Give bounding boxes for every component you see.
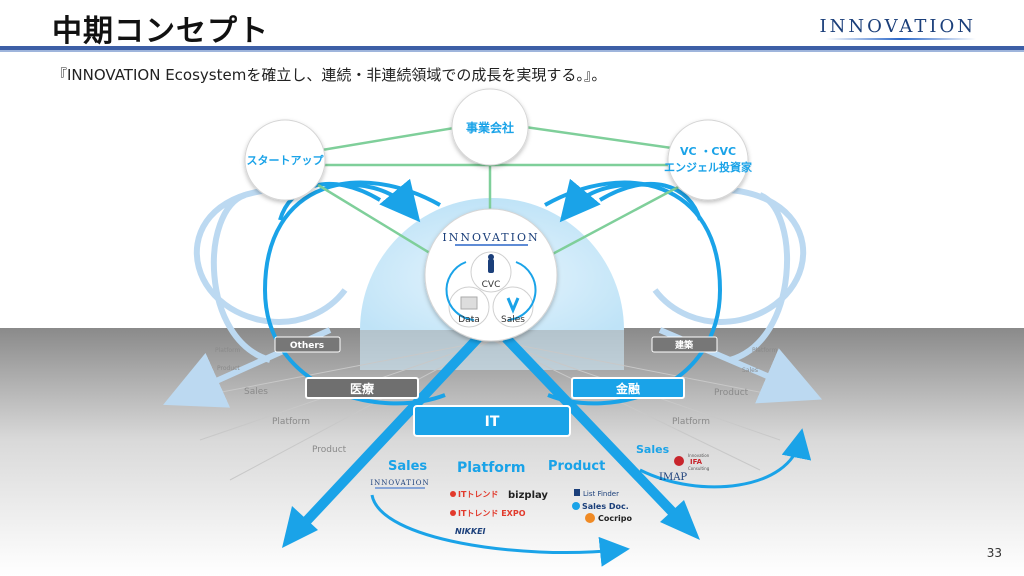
col-platform: Platform [457, 460, 525, 476]
ghost-left-sales: Sales [244, 387, 268, 397]
ghost-left-product: Product [312, 445, 347, 455]
title-divider-light [0, 50, 1024, 52]
kenchiku-box [651, 336, 718, 353]
node-top-label: 事業会社 [466, 120, 514, 135]
brand-imap: IMAP [659, 472, 687, 483]
brand-bizplay: bizplay [508, 490, 548, 501]
ghost-right-product: Product [714, 388, 749, 398]
brand-listfinder: List Finder [583, 490, 619, 498]
ghost-right-small-sales: Sales [742, 367, 758, 374]
kinyu-label: 金融 [615, 381, 640, 396]
others-box [274, 336, 341, 353]
page-number: 33 [986, 546, 1002, 560]
node-right-circle [667, 119, 749, 201]
ghost-right-platform: Platform [672, 417, 710, 427]
ghost-left-platform: Platform [272, 417, 310, 427]
center-logo: INNOVATION [442, 231, 539, 244]
page-subtitle: 『INNOVATION Ecosystemを確立し、連続・非連続領域での成長を実… [52, 66, 607, 84]
brand-ifa-line3: Consulting [688, 466, 710, 471]
iryo-box [305, 377, 419, 399]
outer-loops-light [193, 186, 807, 363]
title-divider [0, 46, 1024, 50]
it-arrows [282, 334, 812, 567]
node-top-circle [451, 88, 529, 166]
data-icon [460, 296, 478, 310]
ghost-left-small-platform: Platform [215, 347, 240, 354]
sales-label: Sales [501, 315, 525, 325]
node-right-label-1: VC ・CVC [680, 145, 736, 158]
others-label: Others [290, 341, 324, 351]
iryo-label: 医療 [350, 381, 374, 396]
brand-nikkei: NIKKEI [455, 527, 486, 536]
col-product: Product [548, 459, 605, 474]
col-sales: Sales [388, 459, 427, 474]
brand-innovation: INNOVATION [370, 479, 429, 487]
brand-ifa-line1: Innovation [688, 453, 710, 458]
data-label: Data [458, 315, 480, 325]
header-logo: INNOVATION [819, 16, 976, 37]
it-label: IT [485, 414, 500, 430]
ghost-right-small-platform: Platform [752, 347, 777, 354]
arrow-top-left [329, 178, 421, 223]
ghost-labels: Sales Platform Product Platform Product … [215, 347, 777, 455]
arrow-top-right [559, 178, 651, 223]
node-right-label-2: エンジェル投資家 [664, 160, 753, 174]
it-box [413, 405, 571, 437]
brand-cocripo: Cocripo [598, 514, 633, 523]
sales-icon [506, 297, 520, 314]
node-left-circle [244, 119, 326, 201]
person-icon [488, 259, 494, 273]
kinyu-box [571, 377, 685, 399]
cvc-label: CVC [482, 280, 501, 290]
network-lines [309, 120, 701, 260]
brand-ifa-line2: IFA [690, 458, 703, 466]
kenchiku-label: 建築 [675, 339, 694, 351]
brand-itrend-expo: ITトレンド EXPO [458, 509, 526, 518]
col-right-sales: Sales [636, 443, 670, 456]
brand-salesdoc: Sales Doc. [582, 502, 629, 511]
brand-itrend: ITトレンド [458, 490, 498, 499]
logo-underline [826, 38, 976, 40]
node-left-label: スタートアップ [247, 153, 325, 167]
ghost-left-small-product: Product [217, 365, 240, 372]
page-title: 中期コンセプト [52, 14, 269, 49]
